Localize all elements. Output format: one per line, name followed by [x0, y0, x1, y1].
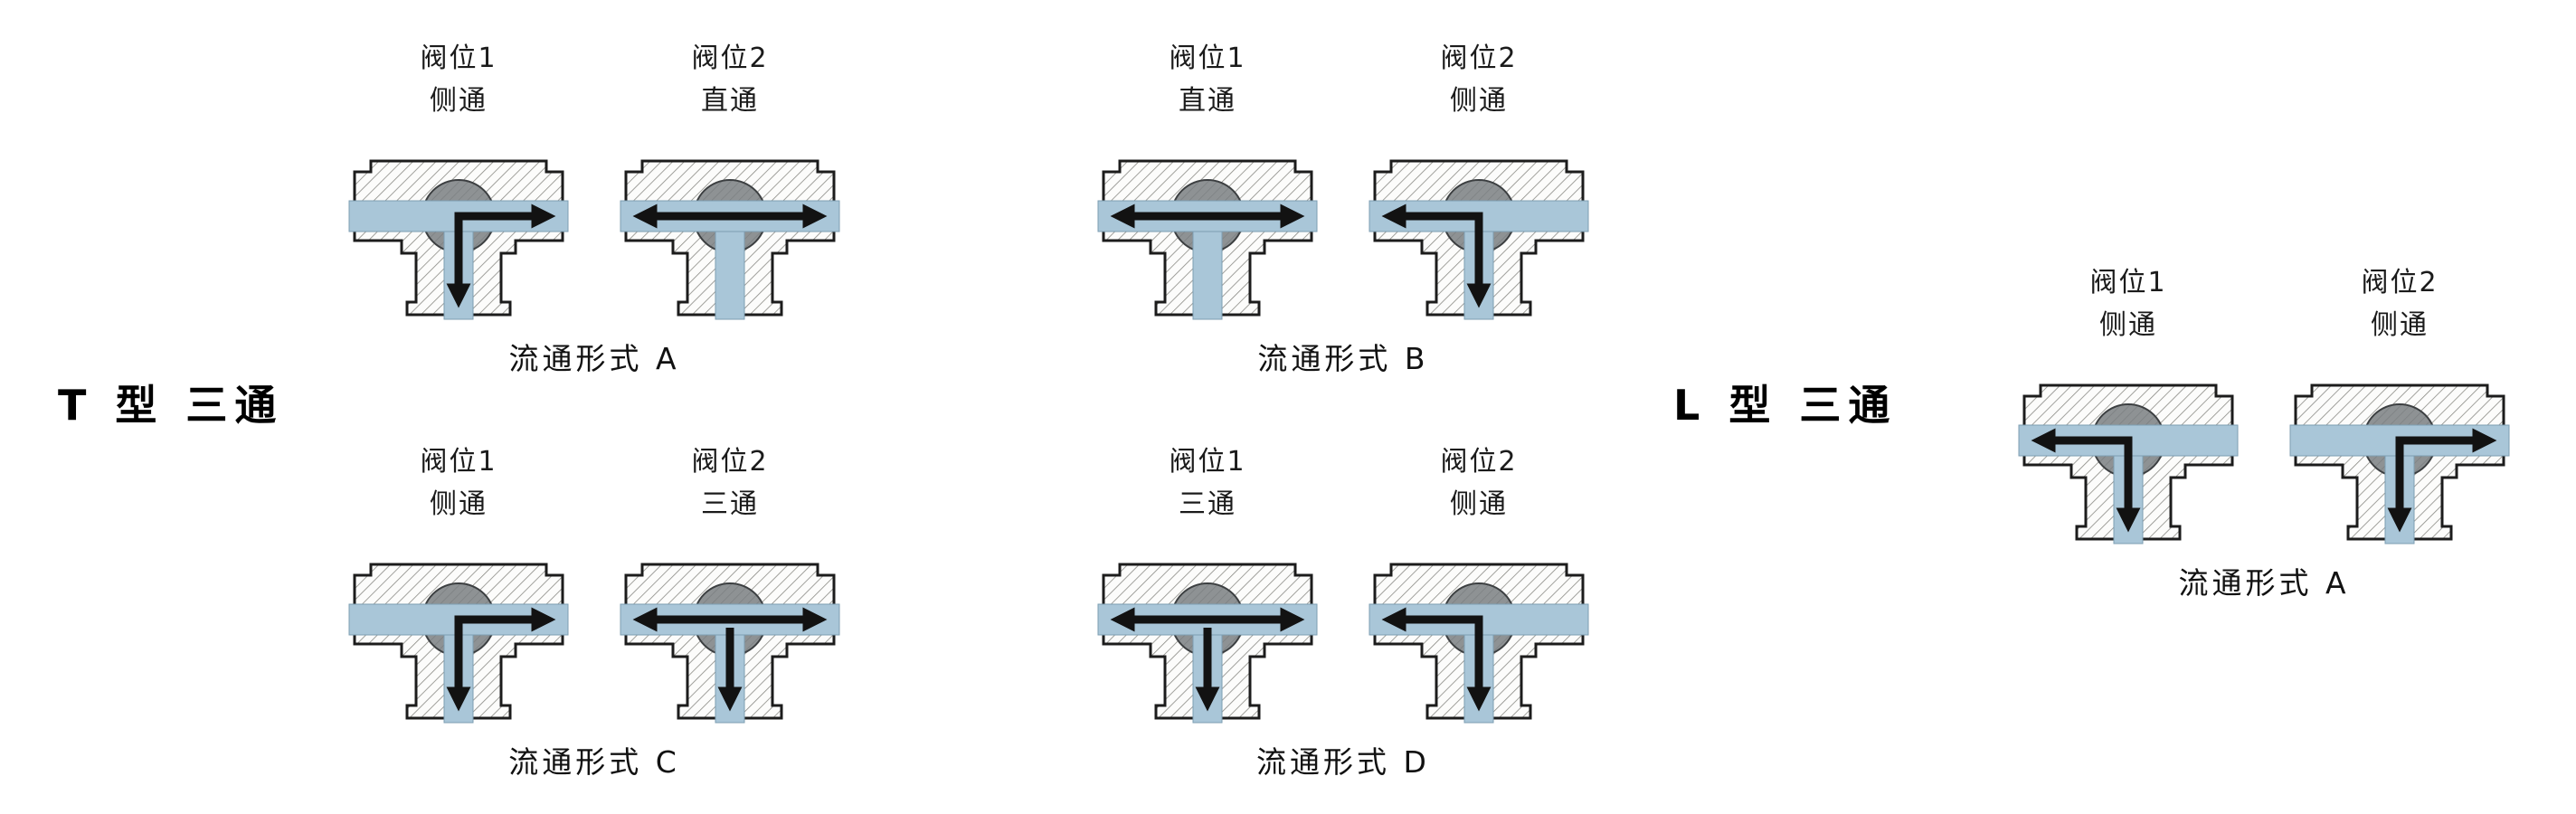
- flow-config-group-b: 阀位1 直通 阀位2 侧通 流通形式 B: [1085, 38, 1601, 378]
- valve-mode-label: 侧通: [1450, 84, 1508, 117]
- valve-position-1: 阀位1 侧通: [336, 441, 581, 727]
- valve-pair: 阀位1 侧通 阀位2 三通: [336, 441, 852, 727]
- flow-config-caption: 流通形式 A: [2178, 565, 2350, 601]
- valve-position-label: 阀位1: [2089, 267, 2167, 298]
- valve-position-label: 阀位1: [420, 446, 497, 478]
- flow-config-caption: 流通形式 B: [1257, 341, 1429, 376]
- valve-mode-label: 侧通: [430, 84, 488, 117]
- valve-graphic: [1085, 537, 1330, 727]
- valve-position-2: 阀位2 侧通: [1357, 441, 1601, 727]
- valve-position-label: 阀位1: [1169, 43, 1246, 74]
- valve-labels: 阀位1 三通: [1169, 441, 1245, 532]
- valve-position-label: 阀位2: [1440, 446, 1518, 478]
- valve-graphic: [336, 537, 581, 727]
- valve-position-1: 阀位1 侧通: [2006, 262, 2250, 548]
- valve-labels: 阀位2 直通: [691, 38, 768, 128]
- valve-labels: 阀位2 侧通: [2361, 262, 2438, 353]
- valve-position-1: 阀位1 三通: [1085, 441, 1330, 727]
- valve-pair: 阀位1 侧通 阀位2 侧通: [2006, 262, 2522, 548]
- valve-position-label: 阀位2: [1440, 43, 1518, 74]
- valve-graphic: [2006, 358, 2250, 548]
- valve-mode-label: 侧通: [430, 487, 488, 520]
- valve-labels: 阀位1 直通: [1169, 38, 1245, 128]
- valve-labels: 阀位2 侧通: [1440, 38, 1517, 128]
- valve-graphic: [1357, 134, 1601, 324]
- valve-labels: 阀位1 侧通: [420, 38, 497, 128]
- valve-mode-label: 直通: [701, 84, 759, 117]
- valve-position-label: 阀位1: [420, 43, 497, 74]
- valve-mode-label: 三通: [1179, 487, 1236, 520]
- flow-config-caption: 流通形式 A: [508, 341, 680, 376]
- valve-position-1: 阀位1 侧通: [336, 38, 581, 324]
- valve-position-2: 阀位2 侧通: [2278, 262, 2522, 548]
- valve-graphic: [608, 537, 852, 727]
- flow-config-group-c: 阀位1 侧通 阀位2 三通 流通形式 C: [336, 441, 852, 781]
- flow-config-caption: 流通形式 D: [1256, 744, 1430, 780]
- valve-pair: 阀位1 直通 阀位2 侧通: [1085, 38, 1601, 324]
- flow-config-group-l-a: 阀位1 侧通 阀位2 侧通 流通形式 A: [2006, 262, 2522, 602]
- valve-labels: 阀位1 侧通: [2089, 262, 2166, 353]
- valve-labels: 阀位2 三通: [691, 441, 768, 532]
- valve-pair: 阀位1 三通 阀位2 侧通: [1085, 441, 1601, 727]
- valve-position-2: 阀位2 三通: [608, 441, 852, 727]
- valve-graphic: [336, 134, 581, 324]
- l-type-section-title: L 型 三通: [1673, 381, 1898, 430]
- valve-position-1: 阀位1 直通: [1085, 38, 1330, 324]
- valve-position-label: 阀位2: [691, 43, 769, 74]
- valve-labels: 阀位2 侧通: [1440, 441, 1517, 532]
- valve-mode-label: 直通: [1179, 84, 1236, 117]
- valve-graphic: [1357, 537, 1601, 727]
- valve-graphic: [1085, 134, 1330, 324]
- valve-position-2: 阀位2 直通: [608, 38, 852, 324]
- valve-mode-label: 侧通: [1450, 487, 1508, 520]
- valve-mode-label: 侧通: [2099, 308, 2157, 341]
- valve-position-label: 阀位2: [691, 446, 769, 478]
- valve-mode-label: 三通: [701, 487, 759, 520]
- valve-position-label: 阀位2: [2361, 267, 2439, 298]
- valve-labels: 阀位1 侧通: [420, 441, 497, 532]
- valve-mode-label: 侧通: [2371, 308, 2429, 341]
- flow-config-caption: 流通形式 C: [508, 744, 680, 780]
- t-type-section-title: T 型 三通: [58, 381, 284, 430]
- valve-graphic: [608, 134, 852, 324]
- valve-position-label: 阀位1: [1169, 446, 1246, 478]
- flow-config-group-d: 阀位1 三通 阀位2 侧通 流通形式 D: [1085, 441, 1601, 781]
- valve-pair: 阀位1 侧通 阀位2 直通: [336, 38, 852, 324]
- valve-graphic: [2278, 358, 2522, 548]
- flow-config-group-a: 阀位1 侧通 阀位2 直通 流通形式 A: [336, 38, 852, 378]
- valve-position-2: 阀位2 侧通: [1357, 38, 1601, 324]
